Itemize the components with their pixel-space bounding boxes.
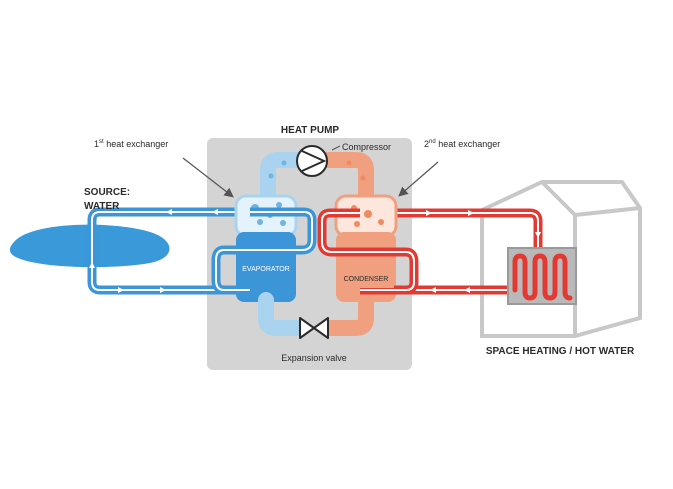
compressor-icon	[296, 145, 328, 177]
compressor-pointer	[331, 145, 341, 151]
first-exchanger-label: 1st heat exchanger	[94, 139, 168, 149]
source-loop-stripe	[91, 211, 250, 291]
condenser-coil-stripe	[321, 212, 415, 291]
second-exchanger-pointer	[398, 161, 439, 197]
source-label-line1: SOURCE:	[84, 187, 130, 198]
refrigerant-cold-pipe	[260, 152, 306, 210]
source-label-line2: WATER	[84, 201, 120, 212]
refrigerant-hot-pipe	[320, 152, 374, 210]
heat-pump-title: HEAT PUMP	[281, 125, 339, 136]
evaporator-coil-stripe	[215, 211, 313, 291]
refrigerant-cold-bottom-pipe	[258, 292, 308, 336]
compressor-label: Compressor	[342, 142, 391, 152]
condenser-label: CONDENSER	[344, 276, 389, 283]
hot-bubbles	[346, 160, 384, 227]
valve-icon	[299, 317, 329, 339]
refrigerant-hot-bottom-pipe	[320, 292, 374, 336]
space-heating-label: SPACE HEATING / HOT WATER	[486, 346, 635, 357]
condenser-label-box	[338, 268, 394, 288]
flow-arrows	[89, 209, 541, 293]
radiator-icon	[512, 253, 573, 301]
second-exchanger-label: 2nd heat exchanger	[424, 139, 500, 149]
first-exchanger-pointer	[182, 157, 234, 198]
expansion-valve-label: Expansion valve	[281, 353, 347, 363]
evaporator-label: EVAPORATOR	[242, 266, 289, 273]
evaporator-label-box	[238, 258, 294, 278]
